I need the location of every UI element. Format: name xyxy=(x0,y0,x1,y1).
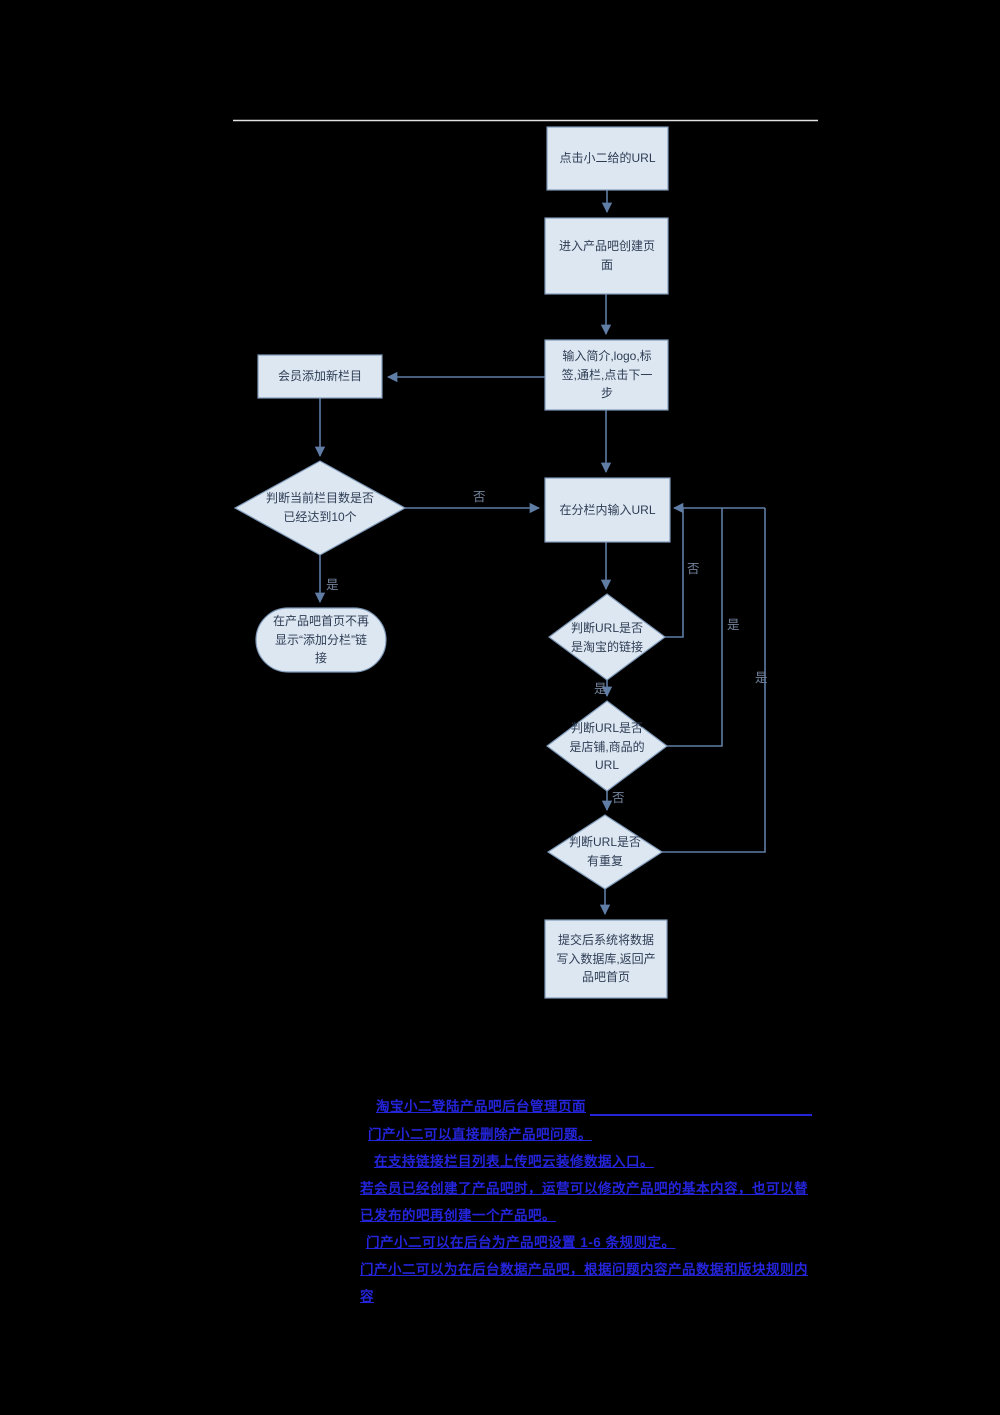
note-line-2: 门产小二可以直接删除产品吧问题。 xyxy=(368,1127,592,1142)
connectors xyxy=(314,190,766,916)
node-hide-add-link-label: 在产品吧首页不再显示“添加分栏”链接 xyxy=(272,614,369,666)
decision-column-count-label: 判断当前栏目数是否已经达到10个 xyxy=(265,491,374,524)
node-submit-label: 提交后系统将数据写入数据库,返回产品吧首页 xyxy=(556,933,656,985)
edge-label-taobao-yes: 是 xyxy=(594,682,607,696)
node-submit-shape xyxy=(544,919,668,999)
decision-duplicate-shape xyxy=(546,814,664,890)
edge-label-dup-yes: 是 xyxy=(755,671,768,685)
note-heading: 淘宝小二登陆产品吧后台管理页面 xyxy=(376,1093,812,1120)
node-member-add-column-shape xyxy=(257,354,383,399)
decision-shop-item-label: 判断URL是否是店铺,商品的URL xyxy=(569,721,645,773)
edge-label-count-yes: 是 xyxy=(326,578,339,592)
node-input-url-label: 在分栏内输入URL xyxy=(559,502,656,517)
node-enter-page-label: 进入产品吧创建页面 xyxy=(558,239,655,272)
decision-duplicate-label: 判断URL是否有重复 xyxy=(568,835,641,868)
edge-label-taobao-no: 否 xyxy=(687,562,700,576)
edge-return-dup xyxy=(662,508,766,853)
note-line-6: 门产小二可以为在后台数据产品吧，根据问题内容产品数据和版块规则内容 xyxy=(360,1262,808,1304)
node-member-add-column-label: 会员添加新栏目 xyxy=(277,369,362,384)
note-line-3: 在支持链接栏目列表上传吧云装修数据入口。 xyxy=(374,1154,654,1169)
note-line-4: 若会员已经创建了产品吧时，运营可以修改产品吧的基本内容，也可以替已发布的吧再创建… xyxy=(360,1181,808,1223)
node-input-info-label: 输入简介,logo,标签,通栏,点击下一步 xyxy=(561,349,653,401)
decision-taobao-shape xyxy=(547,593,667,681)
node-input-url-shape xyxy=(544,477,671,543)
edge-label-count-no: 否 xyxy=(473,490,486,504)
note-heading-text: 淘宝小二登陆产品吧后台管理页面 xyxy=(376,1099,586,1114)
decision-taobao-label: 判断URL是否是淘宝的链接 xyxy=(570,621,643,654)
edge-return-shop xyxy=(667,508,723,747)
edge-label-shop-no: 否 xyxy=(612,791,625,805)
node-start-shape xyxy=(546,126,669,191)
decision-shop-item-shape xyxy=(546,700,668,792)
edge-label-shop-yes: 是 xyxy=(727,618,740,632)
node-input-info-shape xyxy=(544,339,669,411)
note-line-5: 门产小二可以在后台为产品吧设置 1-6 条规则定。 xyxy=(366,1235,676,1250)
node-hide-add-link-shape xyxy=(255,607,387,673)
edge-return-taobao xyxy=(665,508,684,638)
note-heading-rule xyxy=(590,1114,812,1116)
decision-column-count-shape xyxy=(233,460,407,556)
node-start-label: 点击小二给的URL xyxy=(559,151,656,166)
node-enter-page-shape xyxy=(544,217,669,295)
node-shapes xyxy=(233,126,671,999)
